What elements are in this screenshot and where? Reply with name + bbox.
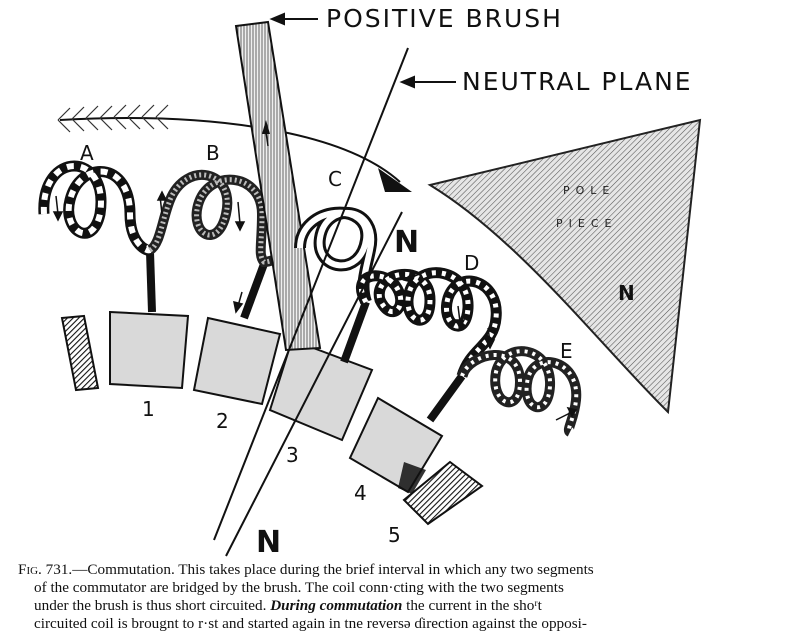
- neutral-plane-label: NEUTRAL PLANE: [462, 67, 693, 96]
- coil-a: [38, 160, 154, 256]
- pole-label-line2: PIECE: [556, 217, 617, 230]
- coil-d: [356, 267, 502, 378]
- coil-c-label: C: [328, 167, 342, 191]
- n-marker-lower: N: [256, 525, 281, 560]
- caption-line-1: Fig. 731.—Commutation. This takes place …: [18, 561, 594, 578]
- coil-d-label: D: [464, 251, 479, 275]
- n-marker-upper: N: [394, 225, 419, 260]
- segment-numbers: 1 2 3 4 5: [142, 397, 401, 547]
- commutator: [60, 310, 484, 526]
- segment-number-1: 1: [142, 397, 155, 421]
- coil-a-label: A: [80, 141, 94, 165]
- segment-1: [109, 310, 190, 390]
- segment-2: [192, 316, 282, 406]
- coil-e: [457, 346, 582, 437]
- pole-piece: POLE PIECE N: [427, 118, 702, 415]
- current-arrows: [52, 190, 578, 421]
- pole-n-label: N: [618, 281, 635, 305]
- segment-3: [268, 338, 374, 442]
- segment-number-2: 2: [216, 409, 229, 433]
- figure-caption: Fig. 731.—Commutation. This takes place …: [18, 561, 788, 633]
- segment-4: [348, 396, 444, 494]
- segment-number-5: 5: [388, 523, 401, 547]
- caption-line-4: circuited coil is brougnt to r·st and st…: [34, 615, 587, 632]
- pole-label-line1: POLE: [563, 184, 615, 197]
- coil-leads: [146, 251, 466, 423]
- coil-b: [146, 169, 302, 268]
- coil-b-label: B: [206, 141, 220, 165]
- caption-line-3: under the brush is thus short circuited.…: [34, 597, 542, 614]
- segment-0: [60, 314, 100, 392]
- segment-5: [402, 460, 484, 526]
- commutation-diagram: POLE PIECE N 1 2 3 4 5: [38, 4, 702, 560]
- segment-number-3: 3: [286, 443, 299, 467]
- callout-leaders: [269, 12, 456, 89]
- caption-line-2: of the commutator are bridged by the bru…: [34, 579, 564, 596]
- neutral-plane: [213, 47, 409, 557]
- coil-e-label: E: [560, 339, 573, 363]
- figure-number: Fig. 731.: [18, 561, 73, 578]
- positive-brush-label: POSITIVE BRUSH: [326, 4, 563, 33]
- segment-number-4: 4: [354, 481, 367, 505]
- caption-emphasis: During commutation: [270, 597, 403, 614]
- coil-c: [294, 206, 378, 304]
- positive-brush: [234, 20, 322, 352]
